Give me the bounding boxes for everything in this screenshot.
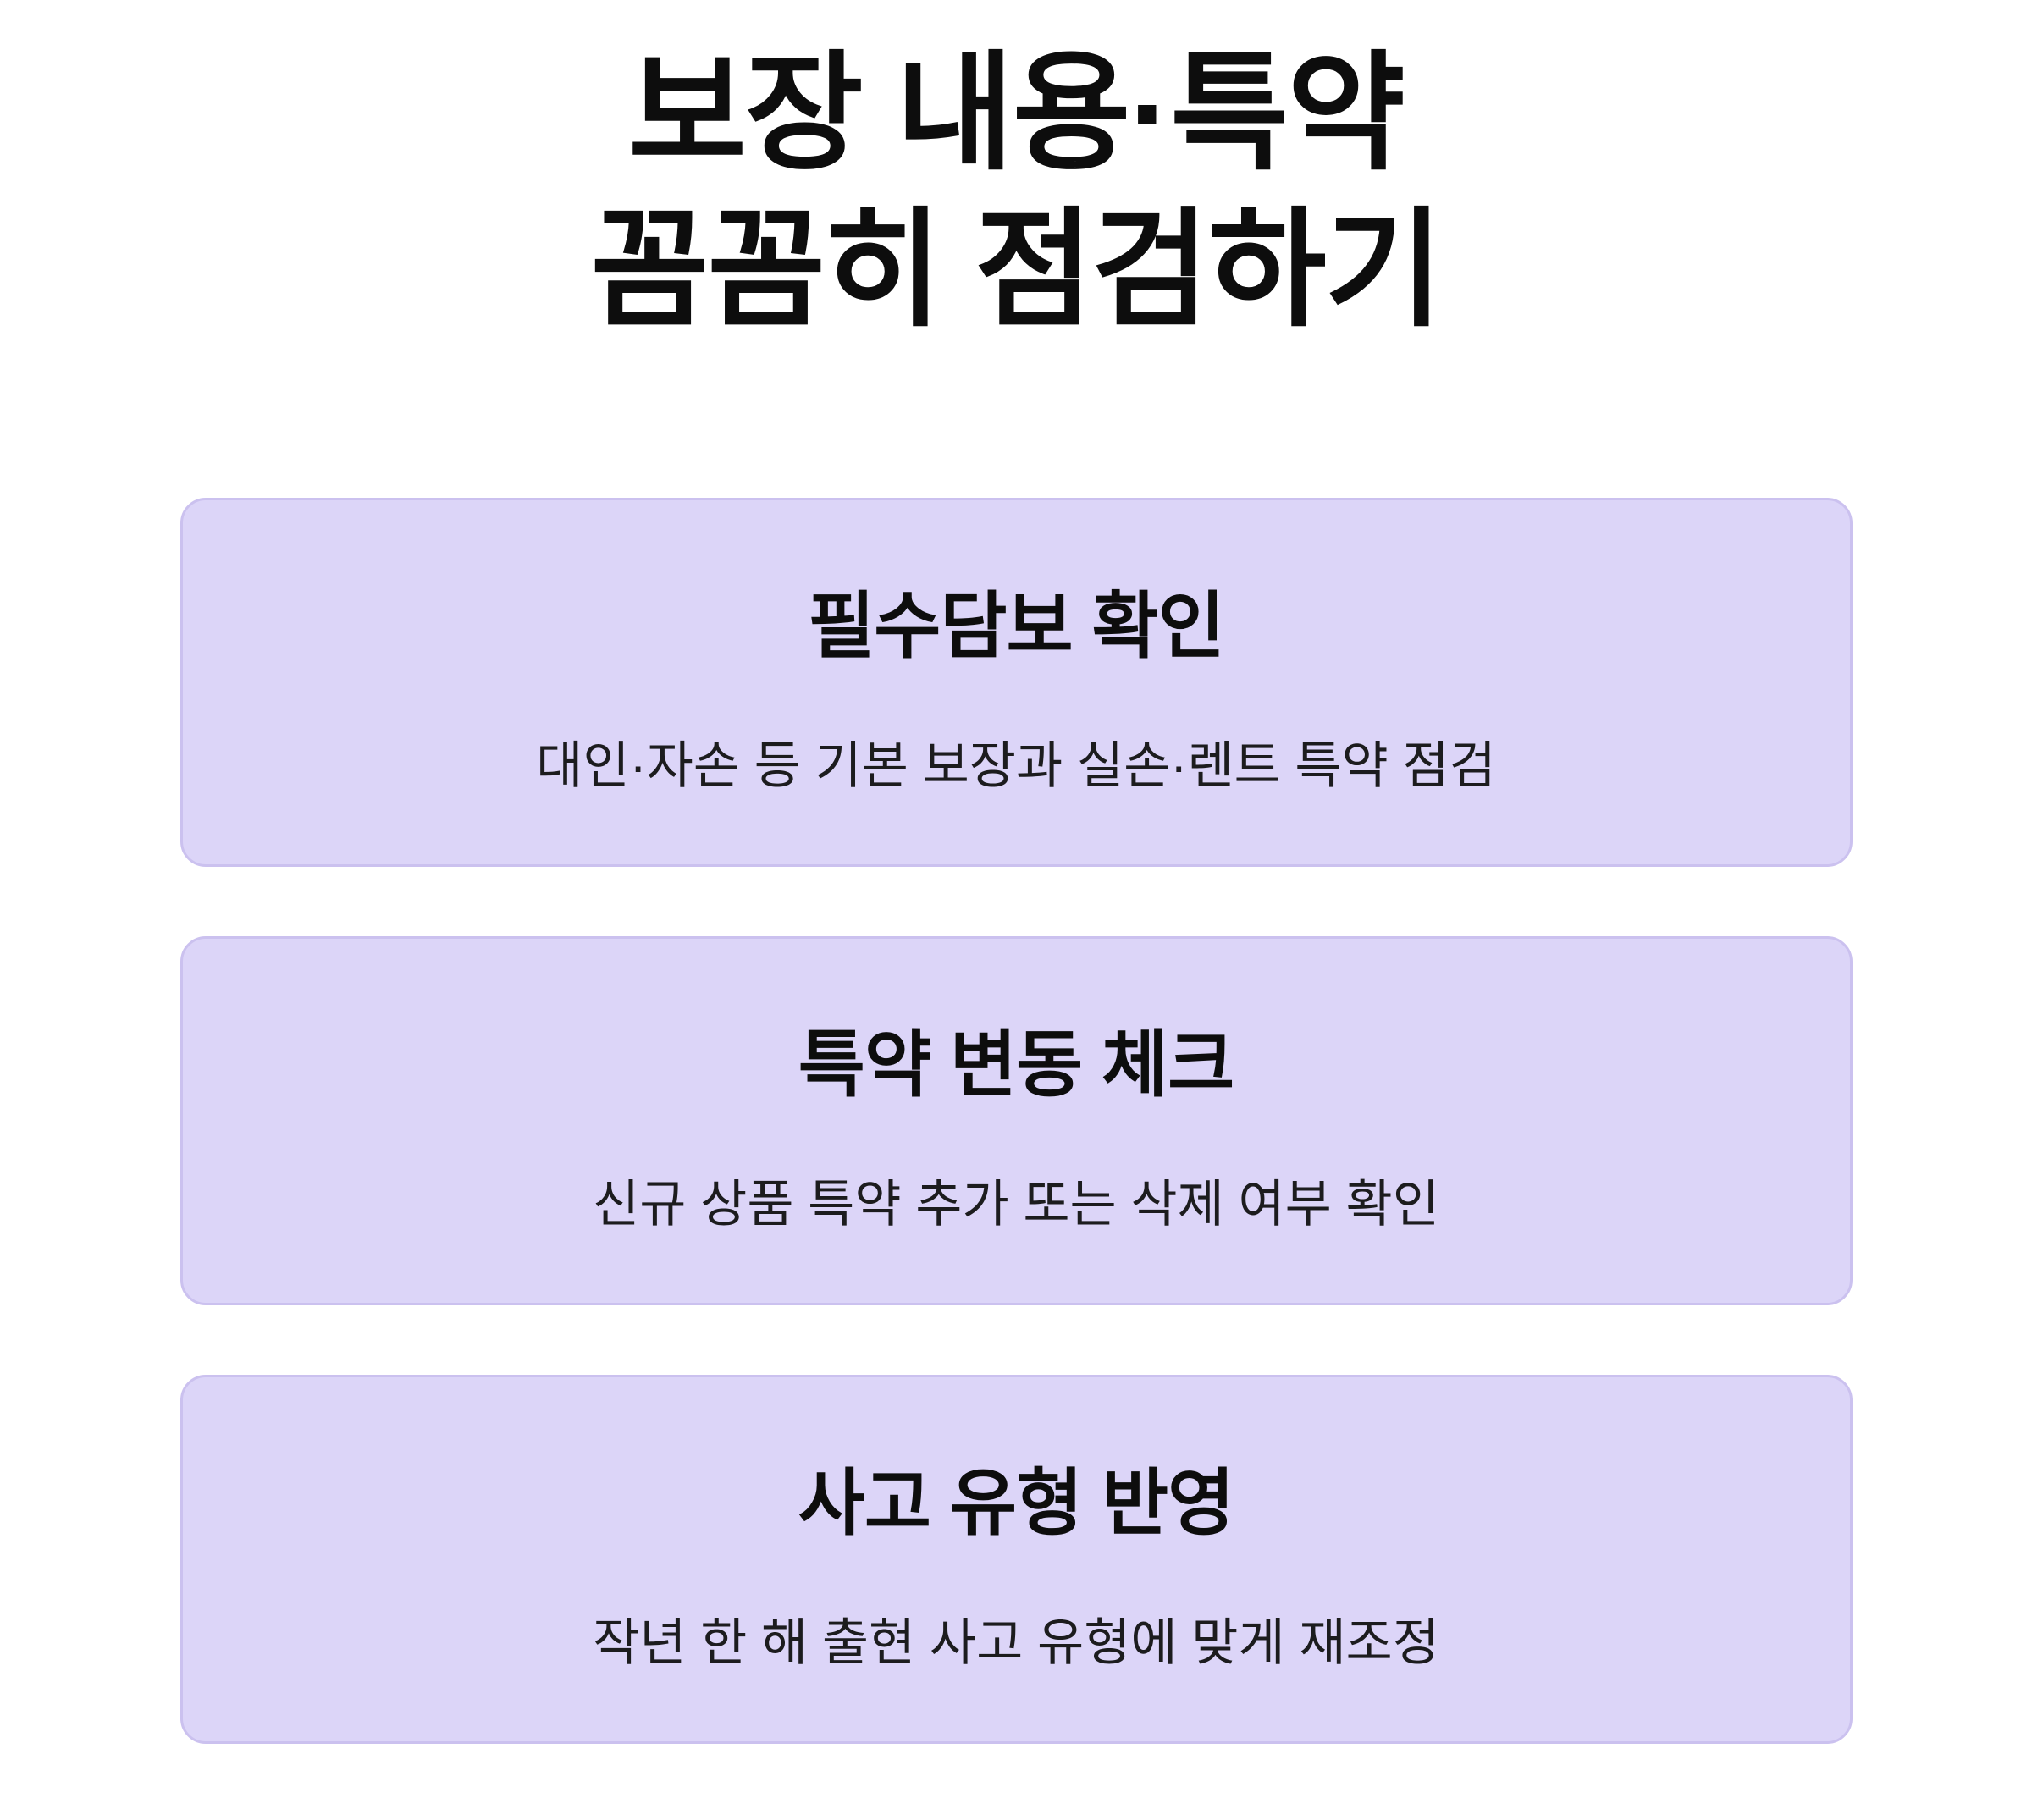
page-title: 보장 내용·특약 꼼꼼히 점검하기 (0, 36, 2032, 350)
card-title: 특약 변동 체크 (798, 1023, 1235, 1106)
card-title: 사고 유형 반영 (798, 1462, 1235, 1544)
card-rider-changes: 특약 변동 체크 신규 상품 특약 추가 또는 삭제 여부 확인 (179, 935, 1853, 1305)
card-accident-types: 사고 유형 반영 작년 한 해 출현 사고 유형에 맞게 재조정 (179, 1374, 1853, 1744)
card-description: 작년 한 해 출현 사고 유형에 맞게 재조정 (593, 1613, 1439, 1671)
card-description: 신규 상품 특약 추가 또는 삭제 여부 확인 (593, 1175, 1439, 1233)
card-essential-coverage: 필수담보 확인 대인·자손 등 기본 보장과 실손·렌트 특약 점검 (179, 497, 1853, 867)
card-description: 대인·자손 등 기본 보장과 실손·렌트 특약 점검 (536, 736, 1496, 794)
page-title-line-2: 꼼꼼히 점검하기 (590, 198, 1443, 343)
card-list: 필수담보 확인 대인·자손 등 기본 보장과 실손·렌트 특약 점검 특약 변동… (179, 497, 1853, 1744)
page-title-line-1: 보장 내용·특약 (628, 41, 1405, 185)
card-title: 필수담보 확인 (808, 585, 1225, 667)
